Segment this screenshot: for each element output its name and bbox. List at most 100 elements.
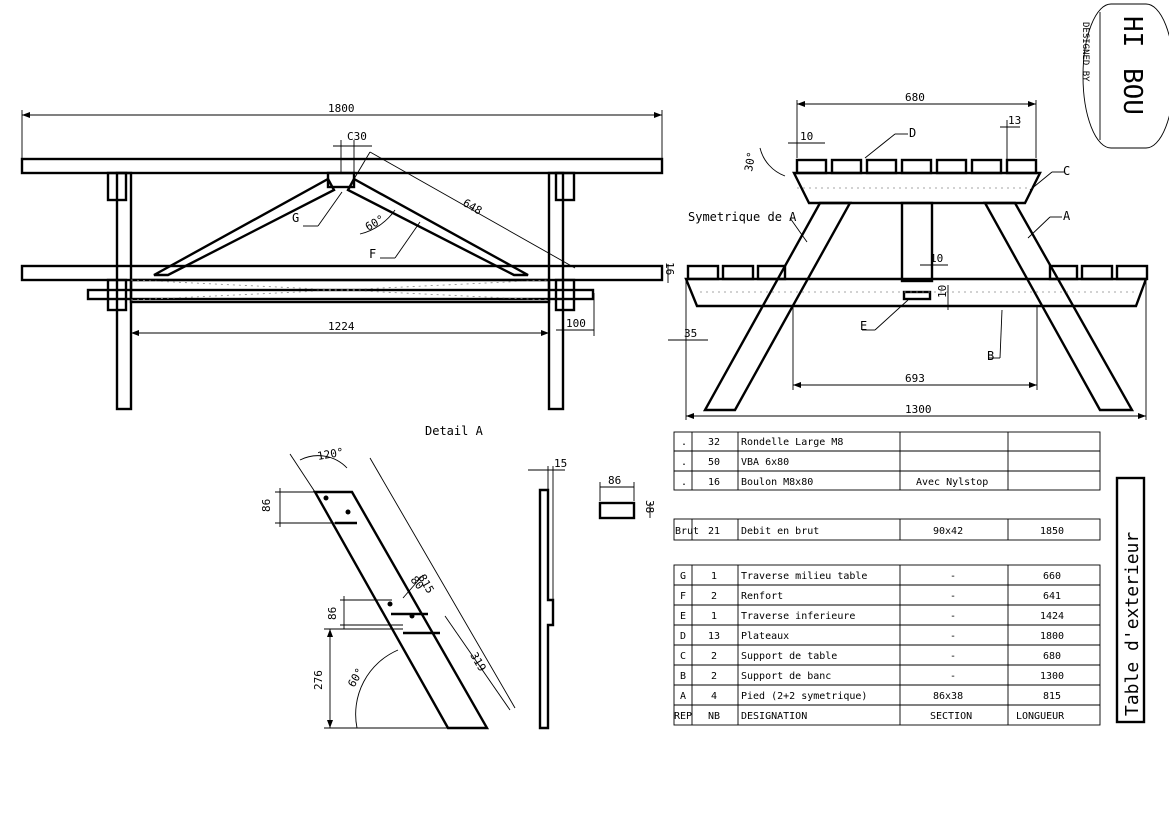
bom-part-section: - [950,631,956,642]
label-f: F [369,247,376,261]
bom-hw-rep: . [681,437,687,448]
bom-part-length: 641 [1043,591,1061,602]
dim-w2: 86 [326,607,339,620]
dim-bottom-angle: 60° [345,666,366,690]
bom-raw-rep: Brut [675,526,699,537]
bom-header-section: SECTION [930,711,972,722]
bom-part-designation: Plateaux [741,631,789,642]
bom-part-designation: Pied (2+2 symetrique) [741,691,867,702]
logo-designed-by: DESIGNED BY [1080,22,1090,82]
dim-board-gap: 10 [800,130,813,143]
bom-hw-nb: 32 [708,437,720,448]
bom-part-nb: 2 [711,591,717,602]
title-block: Table d'exterieur [1115,476,1146,724]
label-d: D [909,126,916,140]
bom-part-rep: B [680,671,686,682]
bom-raw-designation: Debit en brut [741,526,819,537]
dim-angle: 60° [363,212,387,233]
bom-header-length: LONGUEUR [1016,711,1065,722]
label-c: C [1063,164,1070,178]
dim-crossbar: 10 [936,285,949,298]
bom-part-rep: C [680,651,686,662]
bom-part-designation: Traverse milieu table [741,571,867,582]
dim-w1: 86 [260,499,273,512]
dim-length: 1800 [328,102,355,115]
bom-hw-designation: Boulon M8x80 [741,477,813,488]
dim-section-w: 86 [608,474,621,487]
bom-part-nb: 2 [711,671,717,682]
dim-height: 276 [312,670,325,690]
logo-text-hi: HI [1117,16,1147,47]
bom-part-length: 1800 [1040,631,1064,642]
dim-spacing: 1224 [328,320,355,333]
bom-hw-section: Avec Nylstop [916,477,988,488]
bill-of-materials: . 32 Rondelle Large M8 . 50 VBA 6x80 . 1… [673,431,1101,726]
dim-edge: 15 [554,457,567,470]
label-a: A [1063,209,1071,223]
dim-top-width: 680 [905,91,925,104]
bom-raw-length: 1850 [1040,526,1064,537]
bom-part-designation: Renfort [741,591,783,602]
dim-lower: 319 [467,650,488,674]
bom-part-section: - [950,651,956,662]
bom-part-rep: A [680,691,686,702]
bom-part-rep: F [680,591,686,602]
bom-part-length: 1424 [1040,611,1064,622]
bom-part-length: 1300 [1040,671,1064,682]
side-view: 680 10 13 30° D C A Symetrique de A 16 1… [663,91,1149,420]
dim-overall: 1300 [905,403,932,416]
bom-part-nb: 2 [711,651,717,662]
dim-inset: 35 [684,327,697,340]
bom-hw-designation: VBA 6x80 [741,457,789,468]
front-top-board [20,157,664,175]
label-b: B [987,349,994,363]
bom-hw-designation: Rondelle Large M8 [741,437,843,448]
bom-part-section: - [950,611,956,622]
bom-part-designation: Support de banc [741,671,831,682]
bom-part-rep: D [680,631,686,642]
bom-part-length: 680 [1043,651,1061,662]
bom-part-nb: 1 [711,571,717,582]
bom-part-section: 86x38 [933,691,963,702]
dim-chamfer: C30 [347,130,367,143]
bom-part-length: 660 [1043,571,1061,582]
detail-title: Detail A [425,424,484,438]
designer-logo: HI BOU DESIGNED BY [1080,3,1169,149]
logo-text-bou: BOU [1117,68,1147,115]
bom-hw-nb: 50 [708,457,720,468]
bom-part-designation: Support de table [741,651,837,662]
label-symmetric: Symetrique de A [688,210,797,224]
front-view: 1800 C30 648 60° G F 1224 100 [20,102,664,411]
bom-part-section: - [950,591,956,602]
dim-foot-span: 693 [905,372,925,385]
label-g: G [292,211,299,225]
bom-part-section: - [950,571,956,582]
bom-part-nb: 13 [708,631,720,642]
bom-part-nb: 4 [711,691,717,702]
bom-hw-nb: 16 [708,477,720,488]
dim-top-angle: 30° [742,151,758,173]
drawing-title: Table d'exterieur [1122,532,1143,716]
dim-length: 815 [415,572,436,596]
bom-part-designation: Traverse inferieure [741,611,855,622]
bom-header-nb: NB [708,711,720,722]
bom-header-designation: DESIGNATION [741,711,807,722]
dim-top-angle: 120° [316,446,344,463]
front-crossbar [86,288,595,301]
bom-raw-section: 90x42 [933,526,963,537]
dim-bench-thickness: 16 [663,262,676,275]
bom-part-section: - [950,671,956,682]
bom-raw-nb: 21 [708,526,720,537]
bom-part-rep: E [680,611,686,622]
bom-hw-rep: . [681,457,687,468]
detail-a: Detail A 120° 86 80 815 86 276 [260,424,656,730]
bom-hw-rep: . [681,477,687,488]
dim-overhang: 100 [566,317,586,330]
dim-section-h: 38 [643,500,656,513]
label-e: E [860,319,867,333]
bom-part-rep: G [680,571,686,582]
bom-part-nb: 1 [711,611,717,622]
dim-board-edge: 13 [1008,114,1021,127]
bom-header-rep: REP [674,711,692,722]
